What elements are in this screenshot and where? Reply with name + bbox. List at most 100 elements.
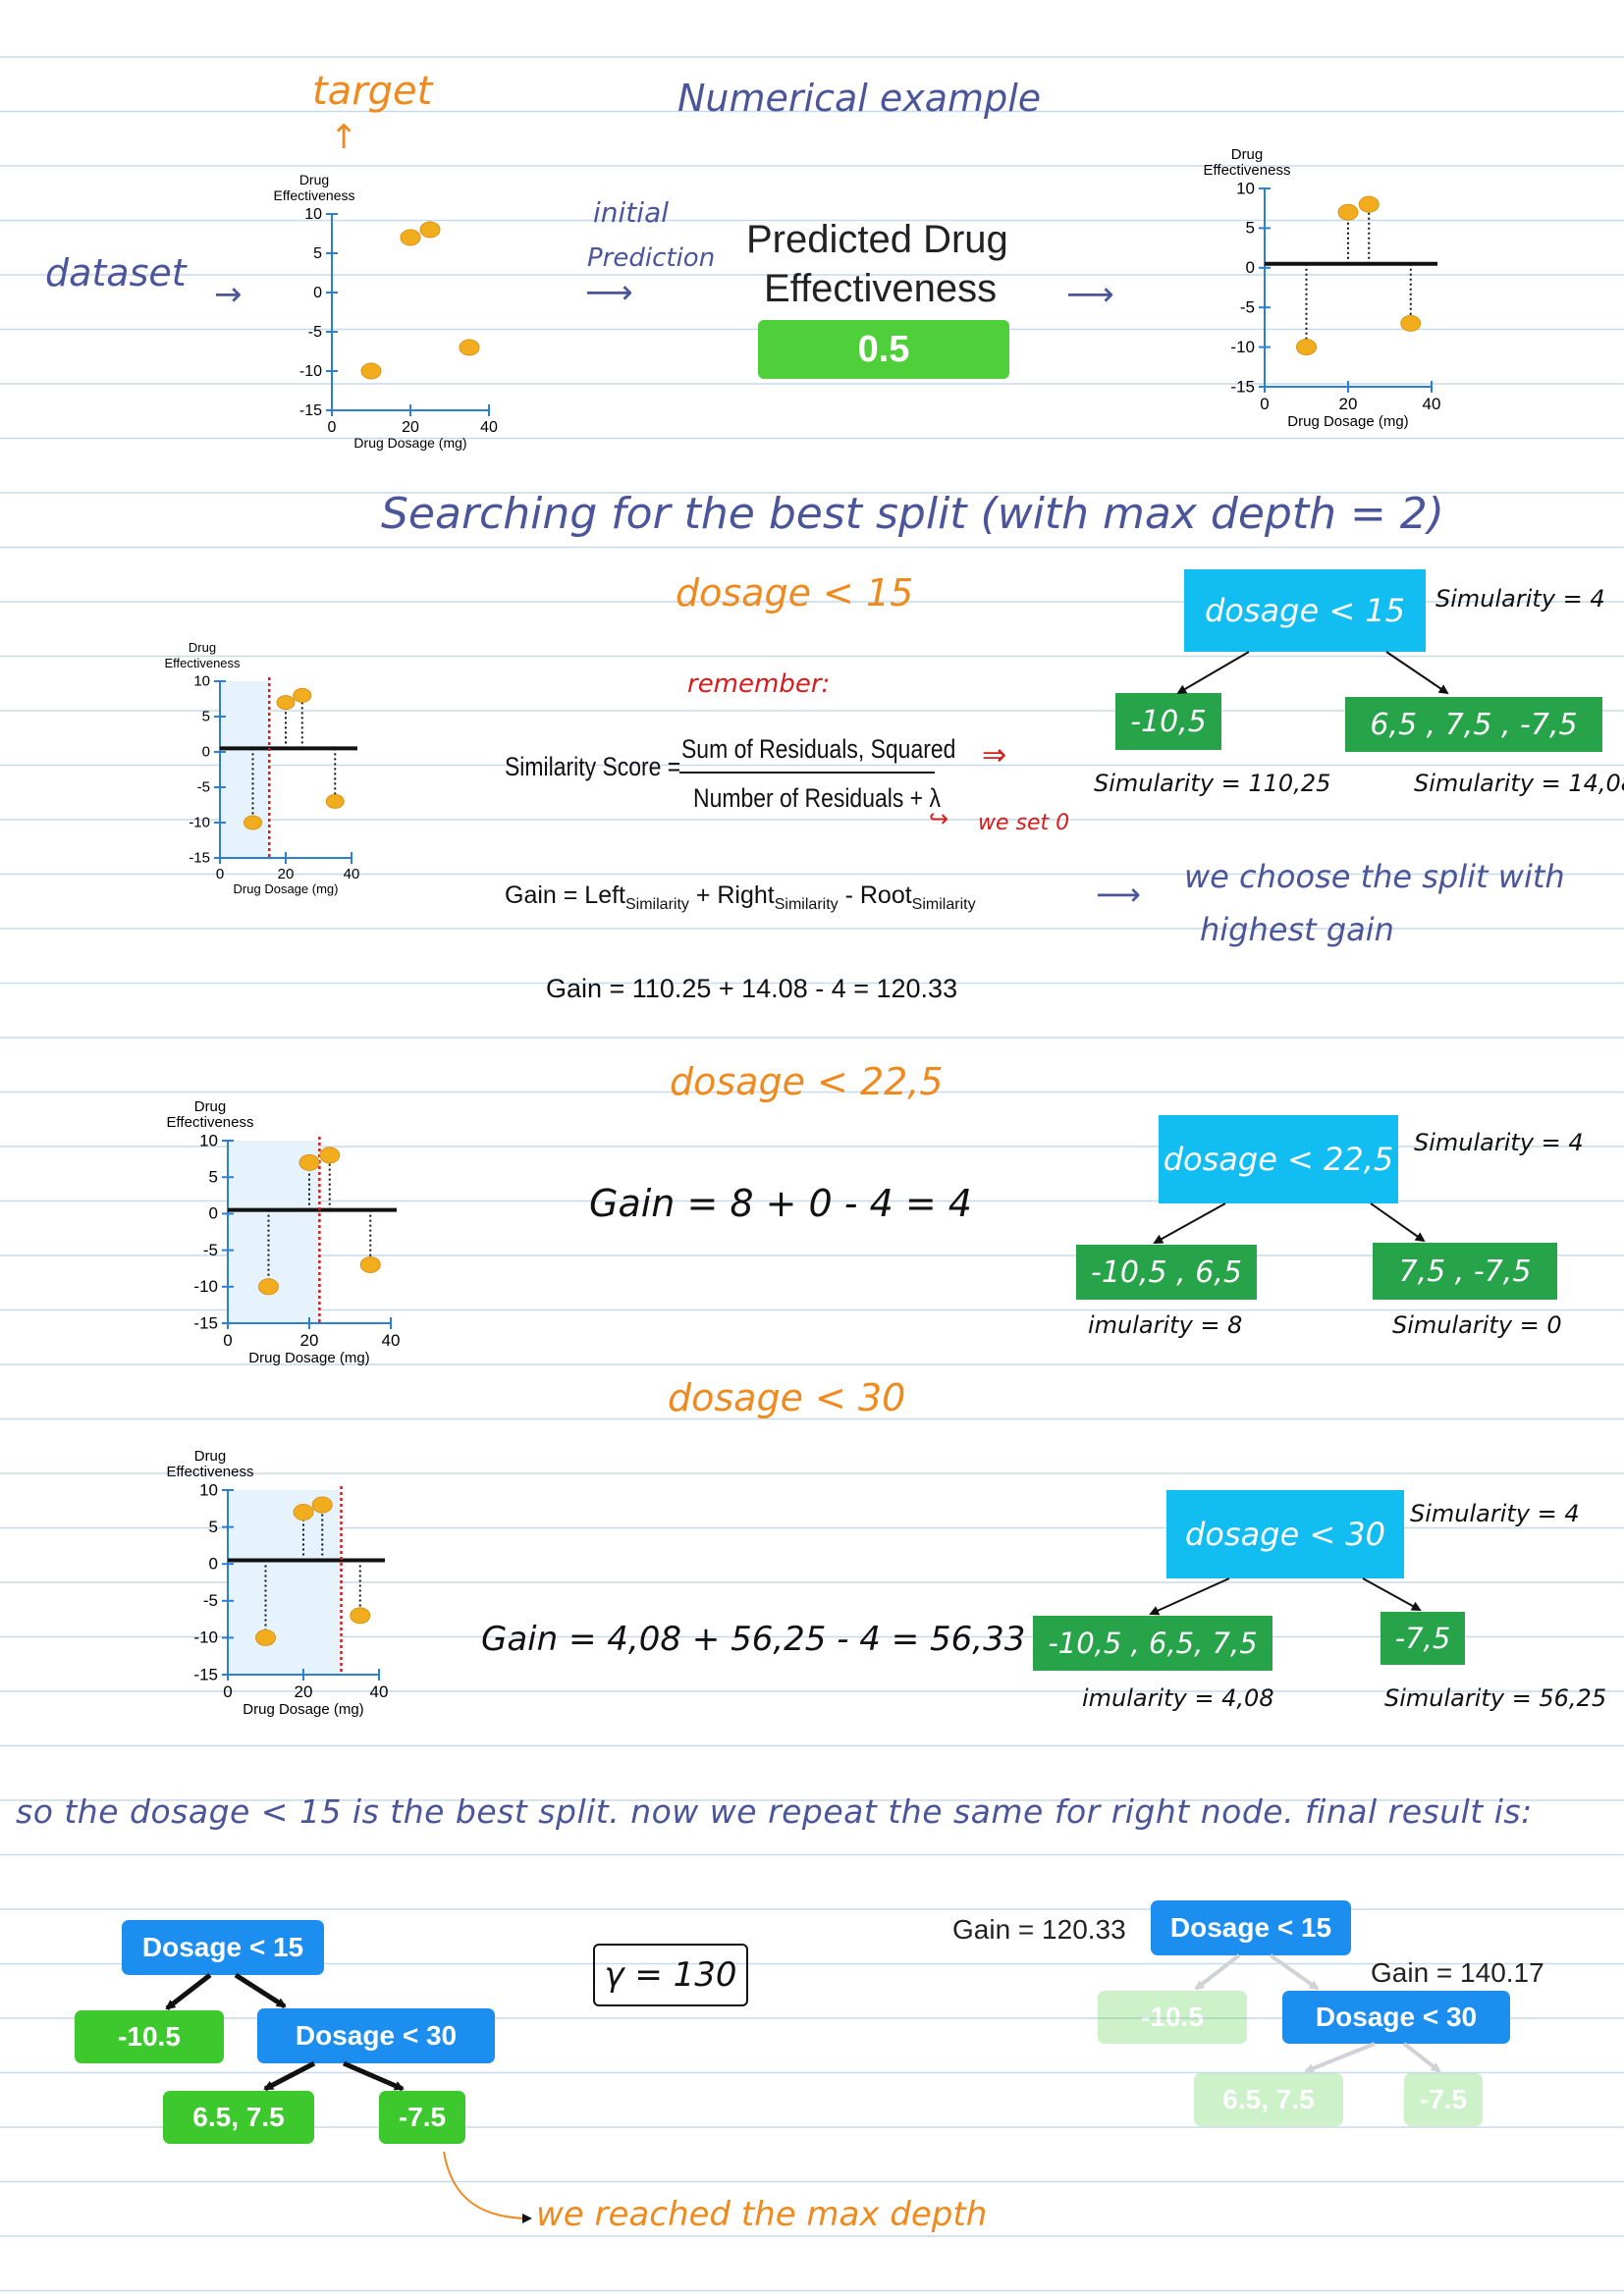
final-left-leaf: -10.5 <box>75 2010 224 2063</box>
initial-label: initial <box>593 196 669 229</box>
pruned-rr-leaf: -7.5 <box>1404 2073 1483 2126</box>
section-title: Searching for the best split (with max d… <box>381 489 1444 539</box>
split1-root-similarity: Simularity = 4 <box>1435 585 1605 613</box>
data-point <box>293 1504 314 1522</box>
page-title: Numerical example <box>677 77 1042 120</box>
data-point <box>293 687 312 703</box>
y-axis-label: Effectiveness <box>167 1464 254 1480</box>
up-arrow-icon: ↑ <box>330 118 358 157</box>
x-tick-label: 0 <box>223 1331 232 1350</box>
gamma-value: γ = 130 <box>593 1944 748 2006</box>
hook-arrow-icon: ↪ <box>929 805 949 832</box>
y-axis-label: Drug <box>1231 146 1264 163</box>
y-tick-label: -15 <box>193 1665 218 1683</box>
split2-root-similarity: Simularity = 4 <box>1414 1129 1584 1156</box>
data-point <box>258 1278 279 1296</box>
y-tick-label: 0 <box>1246 258 1255 277</box>
split1-right-node: 6,5 , 7,5 , -7,5 <box>1345 697 1602 752</box>
x-tick-label: 20 <box>300 1331 319 1350</box>
x-tick-label: 40 <box>1423 395 1441 413</box>
max-depth-note: we reached the max depth <box>536 2195 988 2234</box>
data-point <box>276 695 296 711</box>
split3-right-similarity: Simularity = 56,25 <box>1384 1684 1607 1712</box>
we-set-note: we set 0 <box>978 811 1070 835</box>
final-right-node: Dosage < 30 <box>257 2008 495 2063</box>
y-tick-label: 10 <box>199 1131 218 1149</box>
y-tick-label: -5 <box>308 324 322 341</box>
x-axis-label: Drug Dosage (mg) <box>248 1350 369 1366</box>
y-tick-label: -5 <box>203 1591 218 1610</box>
x-tick-label: 20 <box>295 1682 313 1701</box>
y-tick-label: 10 <box>1236 179 1255 197</box>
split1-left-node: -10,5 <box>1115 693 1221 750</box>
y-tick-label: -10 <box>193 1277 218 1296</box>
double-arrow-icon: ⇒ <box>982 738 1007 773</box>
split1-right-similarity: Simularity = 14,08 <box>1414 770 1624 797</box>
split3-left-node: -10,5 , 6,5, 7,5 <box>1033 1616 1272 1671</box>
final-rl-leaf: 6.5, 7.5 <box>163 2091 314 2144</box>
similarity-formula-denominator: Number of Residuals + λ <box>693 783 941 813</box>
pruned-left-leaf: -10.5 <box>1098 1991 1247 2044</box>
right-arrow-icon: ⟶ <box>585 273 633 312</box>
split1-left-similarity: Simularity = 110,25 <box>1094 770 1331 797</box>
right-arrow-icon: ⟶ <box>1066 275 1114 314</box>
y-tick-label: -5 <box>197 779 210 796</box>
split2-left-node: -10,5 , 6,5 <box>1076 1245 1257 1300</box>
predicted-value-badge: 0.5 <box>758 320 1009 379</box>
x-tick-label: 0 <box>216 866 224 882</box>
choose-note-1: we choose the split with <box>1184 858 1565 895</box>
split2-right-node: 7,5 , -7,5 <box>1373 1243 1557 1300</box>
x-axis-label: Drug Dosage (mg) <box>234 881 339 896</box>
data-point <box>1337 203 1359 221</box>
y-tick-label: -10 <box>1230 338 1255 356</box>
split3-root-node: dosage < 30 <box>1166 1490 1404 1578</box>
split2-title: dosage < 22,5 <box>670 1060 944 1103</box>
split1-title: dosage < 15 <box>676 571 914 614</box>
predicted-title-2: Effectiveness <box>764 267 998 310</box>
pruned-rl-leaf: 6.5, 7.5 <box>1194 2073 1343 2126</box>
data-point <box>325 793 345 809</box>
split3-root-similarity: Simularity = 4 <box>1410 1500 1580 1527</box>
prediction-label: Prediction <box>587 243 716 273</box>
y-axis-label: Drug <box>299 172 329 187</box>
split1-gain-calc: Gain = 110.25 + 14.08 - 4 = 120.33 <box>546 974 958 1003</box>
y-axis-label: Effectiveness <box>167 1114 254 1131</box>
split3-gain-calc: Gain = 4,08 + 56,25 - 4 = 56,33 <box>481 1620 1026 1659</box>
final-root-node: Dosage < 15 <box>122 1920 324 1975</box>
left-region-shade <box>220 681 270 858</box>
similarity-formula-left: Similarity Score = <box>505 752 681 781</box>
data-point <box>419 221 441 239</box>
left-region-shade <box>228 1490 342 1675</box>
y-tick-label: -15 <box>1230 377 1255 396</box>
data-point <box>360 362 382 380</box>
right-arrow-icon: ⟶ <box>1096 876 1141 913</box>
data-point <box>1296 339 1317 356</box>
target-label: target <box>312 69 433 114</box>
gain-formula: Gain = LeftSimilarity + RightSimilarity … <box>505 881 976 913</box>
y-tick-label: -15 <box>299 402 322 419</box>
y-axis-label: Effectiveness <box>273 187 354 203</box>
split2-left-similarity: imularity = 8 <box>1088 1311 1243 1339</box>
split2-root-node: dosage < 22,5 <box>1159 1115 1398 1203</box>
x-tick-label: 0 <box>328 419 337 436</box>
remember-label: remember: <box>687 669 831 699</box>
y-tick-label: 5 <box>209 1518 218 1536</box>
x-tick-label: 40 <box>370 1682 389 1701</box>
data-point <box>400 229 421 246</box>
y-tick-label: 0 <box>313 285 322 301</box>
pruned-right-node: Dosage < 30 <box>1282 1991 1510 2044</box>
split1-root-node: dosage < 15 <box>1184 569 1426 652</box>
y-tick-label: -10 <box>299 363 322 380</box>
y-tick-label: -15 <box>193 1313 218 1332</box>
y-axis-label: Effectiveness <box>164 656 241 670</box>
final-rr-leaf: -7.5 <box>379 2091 465 2144</box>
y-tick-label: 0 <box>202 744 210 761</box>
split2-gain-calc: Gain = 8 + 0 - 4 = 4 <box>589 1182 972 1225</box>
predicted-title-1: Predicted Drug <box>746 218 1008 261</box>
x-tick-label: 20 <box>402 419 419 436</box>
